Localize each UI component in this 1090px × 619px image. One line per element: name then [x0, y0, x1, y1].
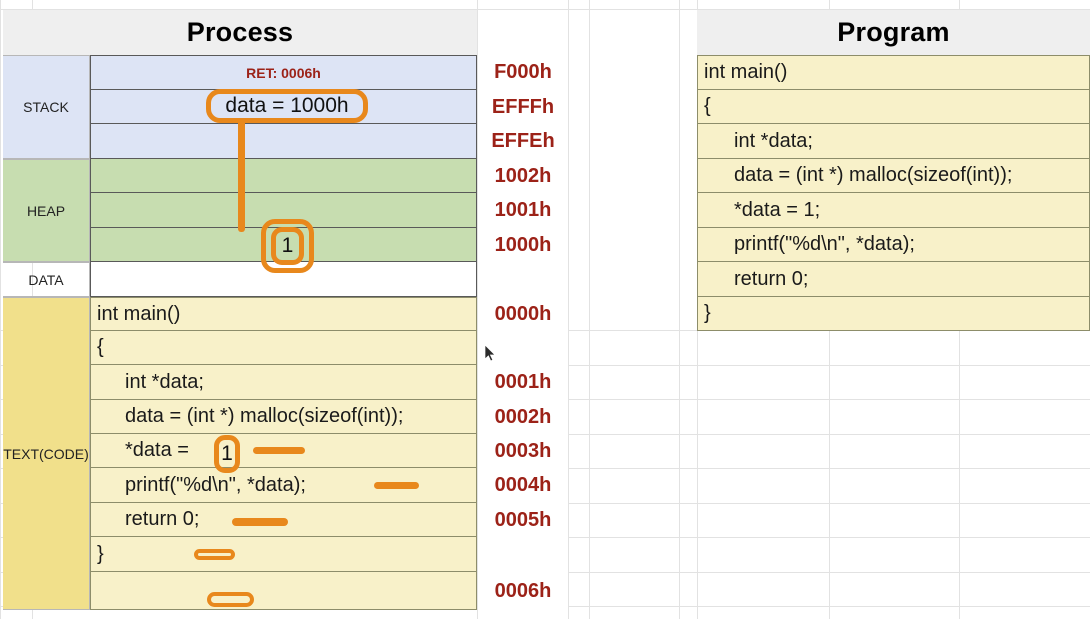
program-row-text: return 0;: [697, 262, 1090, 297]
address-cell: 0003h: [478, 434, 568, 468]
address-cell: 0001h: [478, 365, 568, 400]
code-row-text: int main(): [90, 297, 477, 331]
address-cell: 0002h: [478, 400, 568, 434]
code-row-text: data = (int *) malloc(sizeof(int));: [90, 400, 477, 434]
memory-row-content: [90, 159, 477, 193]
grid-vline: [568, 0, 569, 619]
segment-label-data: DATA: [3, 262, 90, 297]
address-cell: F000h: [478, 55, 568, 90]
address-cell: 1002h: [478, 159, 568, 193]
mouse-cursor-icon: [485, 345, 496, 362]
program-header: Program: [697, 10, 1090, 55]
memory-row-content: [90, 228, 477, 262]
code-row-text: *data =: [90, 434, 477, 468]
grid-vline: [0, 0, 1, 619]
code-row-text: }: [90, 537, 477, 572]
program-row-text: *data = 1;: [697, 193, 1090, 228]
code-row-text: printf("%d\n", *data);: [90, 468, 477, 503]
program-row-text: data = (int *) malloc(sizeof(int));: [697, 159, 1090, 193]
address-cell: 0006h: [478, 572, 568, 610]
address-cell: [478, 262, 568, 297]
address-cell: [478, 537, 568, 572]
code-row-text: {: [90, 331, 477, 365]
address-cell: 0005h: [478, 503, 568, 537]
grid-hline: [0, 9, 1090, 10]
address-cell: EFFEh: [478, 124, 568, 159]
address-cell: EFFFh: [478, 90, 568, 124]
program-row-text: int *data;: [697, 124, 1090, 159]
address-cell: [478, 331, 568, 365]
grid-vline: [679, 0, 680, 619]
program-row-text: int main(): [697, 55, 1090, 90]
program-row-text: printf("%d\n", *data);: [697, 228, 1090, 262]
program-row-text: }: [697, 297, 1090, 331]
code-row-text: int *data;: [90, 365, 477, 400]
code-row-text: [90, 572, 477, 610]
address-cell: 0004h: [478, 468, 568, 503]
memory-row-content: [90, 124, 477, 159]
memory-row-content: RET: 0006h: [90, 55, 477, 90]
segment-label-heap: HEAP: [3, 159, 90, 262]
segment-label-text: TEXT(CODE): [3, 297, 90, 610]
code-row-text: return 0;: [90, 503, 477, 537]
grid-vline: [477, 0, 478, 619]
memory-row-content: [90, 262, 477, 297]
address-cell: 1001h: [478, 193, 568, 228]
address-cell: 0000h: [478, 297, 568, 331]
process-header: Process: [3, 10, 477, 55]
grid-vline: [589, 0, 590, 619]
address-cell: 1000h: [478, 228, 568, 262]
segment-label-stack: STACK: [3, 55, 90, 159]
memory-row-content: [90, 193, 477, 228]
memory-row-content: [90, 90, 477, 124]
program-row-text: {: [697, 90, 1090, 124]
